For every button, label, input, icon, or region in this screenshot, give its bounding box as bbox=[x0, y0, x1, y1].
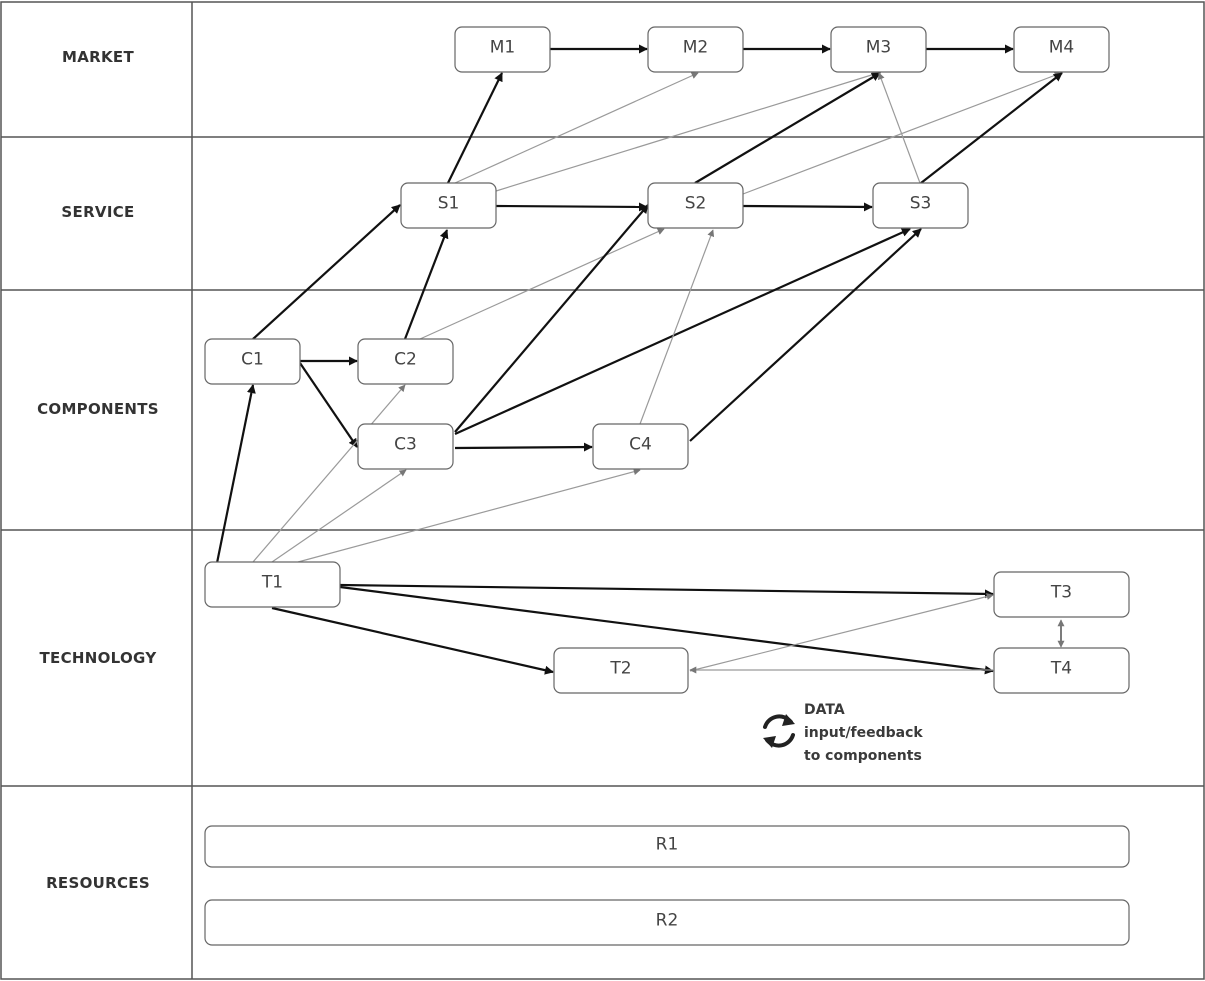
node-label: S1 bbox=[438, 194, 460, 214]
node-label: C1 bbox=[241, 350, 264, 370]
edge-t1-to-c3 bbox=[271, 469, 407, 563]
legend-line-3: to components bbox=[804, 748, 922, 764]
edges bbox=[215, 44, 1065, 675]
node-c2[interactable]: C2 bbox=[357, 338, 454, 385]
node-box[interactable] bbox=[830, 26, 927, 73]
node-t4[interactable]: T4 bbox=[993, 647, 1130, 694]
node-label: S3 bbox=[910, 194, 932, 214]
node-m3[interactable]: M3 bbox=[830, 26, 927, 73]
lane-labels: MARKET SERVICE COMPONENTS TECHNOLOGY RES… bbox=[37, 48, 159, 892]
node-box[interactable] bbox=[592, 423, 689, 470]
node-box[interactable] bbox=[993, 647, 1130, 694]
node-t3[interactable]: T3 bbox=[993, 571, 1130, 618]
node-r1[interactable]: R1 bbox=[204, 825, 1130, 868]
edge-c2-to-s2 bbox=[419, 228, 665, 340]
node-label: M1 bbox=[490, 38, 515, 58]
edge-t1-to-c4 bbox=[297, 468, 641, 563]
node-label: M4 bbox=[1049, 38, 1074, 58]
node-box[interactable] bbox=[553, 647, 689, 694]
edge-c3-to-s3 bbox=[454, 227, 911, 436]
lane-label-market: MARKET bbox=[62, 48, 134, 66]
node-c1[interactable]: C1 bbox=[204, 338, 301, 385]
node-label: S2 bbox=[685, 194, 707, 214]
node-label: C2 bbox=[394, 350, 417, 370]
node-box[interactable] bbox=[204, 561, 341, 608]
node-t2[interactable]: T2 bbox=[553, 647, 689, 694]
node-m1[interactable]: M1 bbox=[454, 26, 551, 73]
node-label: M3 bbox=[866, 38, 891, 58]
node-label: C4 bbox=[629, 435, 652, 455]
node-m2[interactable]: M2 bbox=[647, 26, 744, 73]
node-c4[interactable]: C4 bbox=[592, 423, 689, 470]
node-box[interactable] bbox=[647, 182, 744, 229]
node-label: T4 bbox=[1050, 659, 1072, 679]
legend-line-1: DATA bbox=[804, 702, 845, 718]
edge-c2-to-s1 bbox=[403, 229, 449, 340]
edge-t2-to-t3 bbox=[689, 593, 994, 672]
node-box[interactable] bbox=[400, 182, 497, 229]
edge-s2-to-s3 bbox=[742, 202, 873, 212]
lane-label-technology: TECHNOLOGY bbox=[40, 649, 158, 667]
edge-s3-to-m3 bbox=[877, 72, 921, 184]
node-box[interactable] bbox=[993, 571, 1130, 618]
node-label: M2 bbox=[683, 38, 708, 58]
edge-t1-to-t3 bbox=[339, 583, 994, 599]
edge-s3-to-m4 bbox=[920, 72, 1063, 184]
lane-label-components: COMPONENTS bbox=[37, 400, 159, 418]
node-s2[interactable]: S2 bbox=[647, 182, 744, 229]
node-c3[interactable]: C3 bbox=[357, 423, 454, 470]
edge-s1-to-s2 bbox=[495, 202, 648, 212]
node-s1[interactable]: S1 bbox=[400, 182, 497, 229]
refresh-cycle-icon bbox=[763, 714, 795, 748]
edge-c1-to-c3 bbox=[299, 362, 358, 448]
edge-c3-to-c4 bbox=[454, 442, 593, 452]
lane-label-resources: RESOURCES bbox=[46, 874, 150, 892]
edge-t1-to-t4 bbox=[339, 585, 994, 675]
node-box[interactable] bbox=[647, 26, 744, 73]
node-label: R2 bbox=[656, 911, 679, 931]
node-box[interactable] bbox=[204, 338, 301, 385]
edge-c3-to-s2 bbox=[454, 204, 649, 433]
node-box[interactable] bbox=[454, 26, 551, 73]
node-box[interactable] bbox=[357, 338, 454, 385]
node-label: T2 bbox=[609, 659, 631, 679]
node-box[interactable] bbox=[872, 182, 969, 229]
edge-s1-to-m3 bbox=[495, 71, 879, 192]
node-label: T3 bbox=[1050, 583, 1072, 603]
edge-c4-to-s3 bbox=[689, 228, 922, 442]
node-box[interactable] bbox=[204, 899, 1130, 946]
lane-label-service: SERVICE bbox=[61, 203, 134, 221]
node-t1[interactable]: T1 bbox=[204, 561, 341, 608]
node-label: T1 bbox=[261, 573, 283, 593]
node-m4[interactable]: M4 bbox=[1013, 26, 1110, 73]
node-box[interactable] bbox=[204, 825, 1130, 868]
node-box[interactable] bbox=[1013, 26, 1110, 73]
edge-t1-to-c2 bbox=[252, 384, 406, 563]
edge-s1-to-m2 bbox=[454, 72, 699, 184]
node-label: R1 bbox=[656, 835, 679, 855]
edge-c4-to-s2 bbox=[639, 229, 715, 425]
data-legend: DATA input/feedback to components bbox=[763, 702, 923, 764]
node-r2[interactable]: R2 bbox=[204, 899, 1130, 946]
edge-c1-to-s1 bbox=[252, 204, 401, 340]
node-s3[interactable]: S3 bbox=[872, 182, 969, 229]
edge-s2-to-m3 bbox=[694, 72, 881, 184]
node-label: C3 bbox=[394, 435, 417, 455]
edge-s1-to-m1 bbox=[447, 72, 503, 184]
edge-t1-to-c1 bbox=[215, 384, 256, 564]
legend-line-2: input/feedback bbox=[804, 725, 923, 741]
edge-t1-to-t2 bbox=[271, 606, 554, 675]
node-box[interactable] bbox=[357, 423, 454, 470]
